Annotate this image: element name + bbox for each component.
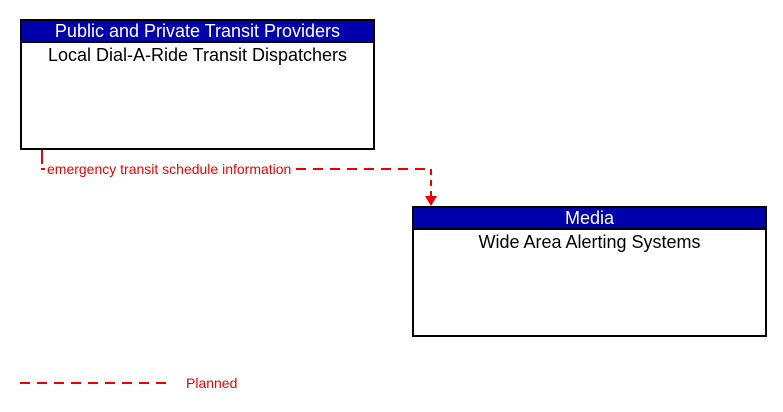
target-entity-header: Media xyxy=(414,208,765,230)
flow-line-start-segment xyxy=(41,150,43,164)
legend-planned-label: Planned xyxy=(186,375,238,391)
source-entity-header: Public and Private Transit Providers xyxy=(22,21,373,43)
legend-planned-line xyxy=(20,382,168,384)
arrow-down-icon xyxy=(425,196,437,206)
target-entity-name: Wide Area Alerting Systems xyxy=(478,232,701,252)
source-entity-name: Local Dial-A-Ride Transit Dispatchers xyxy=(47,45,348,65)
flow-label[interactable]: emergency transit schedule information xyxy=(45,161,294,177)
source-entity-box[interactable]: Public and Private Transit Providers Loc… xyxy=(20,19,375,150)
flow-line-vertical-dashed xyxy=(430,169,432,197)
target-entity-box[interactable]: Media Wide Area Alerting Systems xyxy=(412,206,767,337)
